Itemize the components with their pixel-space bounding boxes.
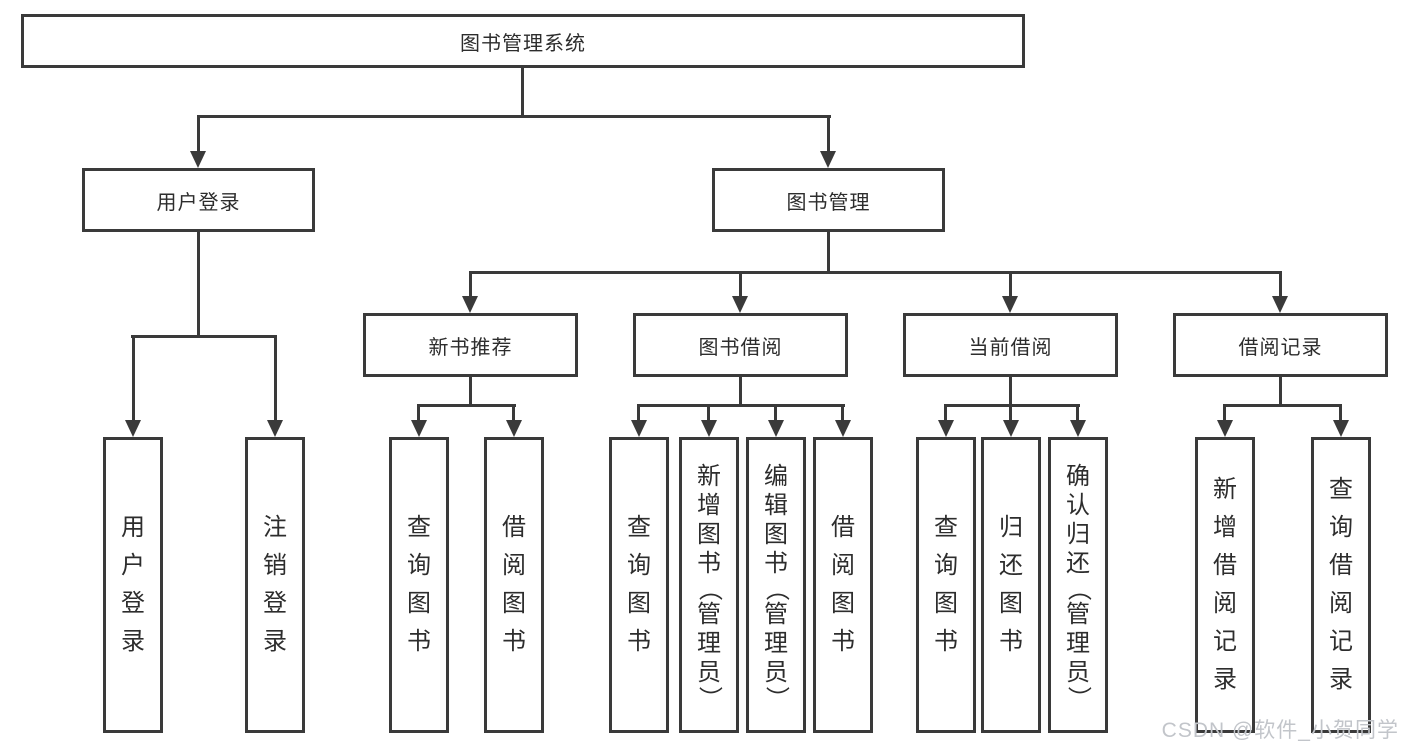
- connector-records-bar: [1223, 404, 1342, 407]
- leaf-label: 确认归还（管理员）: [1065, 462, 1092, 710]
- connector-leaf: [512, 404, 515, 422]
- leaf-label: 查询借阅记录: [1329, 476, 1353, 693]
- connector-new-books-stem: [469, 377, 472, 407]
- arrow-down-leaf: [835, 420, 851, 437]
- csdn-watermark: CSDN @软件_小贺同学: [1161, 719, 1399, 742]
- leaf-confirm-return-admin: 确认归还（管理员）: [1048, 437, 1108, 733]
- arrow-down-leaf: [1333, 420, 1349, 437]
- leaf-user-login: 用户登录: [103, 437, 163, 733]
- leaf-label: 查询图书: [627, 514, 651, 655]
- leaf-label: 用户登录: [121, 514, 145, 655]
- connector-book-mgmt-stem: [827, 232, 830, 274]
- leaf-label: 注销登录: [263, 514, 287, 655]
- connector-to-leaf-login: [132, 335, 135, 422]
- connector-to-new-books: [469, 271, 472, 299]
- connector-leaf: [1339, 404, 1342, 422]
- connector-to-borrowing: [739, 271, 742, 299]
- connector-records-stem: [1279, 377, 1282, 407]
- arrow-down-book-mgmt: [820, 151, 836, 168]
- node-current-borrowing: 当前借阅: [903, 313, 1118, 377]
- leaf-logout: 注销登录: [245, 437, 305, 733]
- connector-user-login-stem: [197, 232, 200, 338]
- leaf-return-books: 归还图书: [981, 437, 1041, 733]
- leaf-label: 归还图书: [999, 514, 1023, 655]
- leaf-label: 编辑图书（管理员）: [763, 462, 790, 710]
- arrow-down-borrowing: [732, 296, 748, 313]
- connector-root-stem: [521, 68, 524, 118]
- node-user-login-label: 用户登录: [156, 191, 241, 214]
- connector-to-book-mgmt: [827, 115, 830, 154]
- arrow-down-leaf: [701, 420, 717, 437]
- node-new-book-recommend: 新书推荐: [363, 313, 578, 377]
- leaf-query-books-3: 查询图书: [916, 437, 976, 733]
- connector-current-bar: [944, 404, 1080, 407]
- connector-leaf: [841, 404, 844, 422]
- node-book-borrowing: 图书借阅: [633, 313, 848, 377]
- arrow-down-current: [1002, 296, 1018, 313]
- node-user-login: 用户登录: [82, 168, 315, 232]
- node-book-management: 图书管理: [712, 168, 945, 232]
- leaf-query-books-1: 查询图书: [389, 437, 449, 733]
- arrow-down-leaf-login: [125, 420, 141, 437]
- leaf-label: 查询图书: [934, 514, 958, 655]
- arrow-down-leaf: [1217, 420, 1233, 437]
- connector-leaf: [417, 404, 420, 422]
- arrow-down-user-login: [190, 151, 206, 168]
- node-new-book-recommend-label: 新书推荐: [428, 336, 513, 359]
- connector-leaf: [1009, 404, 1012, 422]
- arrow-down-leaf: [411, 420, 427, 437]
- connector-to-records: [1279, 271, 1282, 299]
- node-current-borrowing-label: 当前借阅: [968, 336, 1053, 359]
- leaf-query-borrow-record: 查询借阅记录: [1311, 437, 1371, 733]
- leaf-label: 借阅图书: [831, 514, 855, 655]
- node-book-management-label: 图书管理: [786, 191, 871, 214]
- arrow-down-leaf: [631, 420, 647, 437]
- connector-to-user-login: [197, 115, 200, 154]
- connector-borrowing-bar: [637, 404, 845, 407]
- leaf-label: 借阅图书: [502, 514, 526, 655]
- connector-leaf: [1223, 404, 1226, 422]
- connector-leaf: [944, 404, 947, 422]
- arrow-down-new-books: [462, 296, 478, 313]
- leaf-label: 查询图书: [407, 514, 431, 655]
- arrow-down-records: [1272, 296, 1288, 313]
- leaf-query-books-2: 查询图书: [609, 437, 669, 733]
- connector-new-books-bar: [417, 404, 516, 407]
- arrow-down-leaf: [1003, 420, 1019, 437]
- connector-leaf: [707, 404, 710, 422]
- connector-borrowing-stem: [739, 377, 742, 407]
- connector-leaf: [774, 404, 777, 422]
- leaf-edit-books-admin: 编辑图书（管理员）: [746, 437, 806, 733]
- arrow-down-leaf: [506, 420, 522, 437]
- connector-leaf: [637, 404, 640, 422]
- connector-user-login-bar: [131, 335, 277, 338]
- leaf-borrow-books-2: 借阅图书: [813, 437, 873, 733]
- arrow-down-leaf: [938, 420, 954, 437]
- node-borrowing-records: 借阅记录: [1173, 313, 1388, 377]
- arrow-down-leaf-logout: [267, 420, 283, 437]
- leaf-borrow-books-1: 借阅图书: [484, 437, 544, 733]
- arrow-down-leaf: [1070, 420, 1086, 437]
- leaf-add-borrow-record: 新增借阅记录: [1195, 437, 1255, 733]
- connector-to-leaf-logout: [274, 335, 277, 422]
- connector-current-stem: [1009, 377, 1012, 407]
- connector-root-bar: [197, 115, 831, 118]
- connector-to-current: [1009, 271, 1012, 299]
- node-book-borrowing-label: 图书借阅: [698, 336, 783, 359]
- leaf-label: 新增借阅记录: [1213, 476, 1237, 693]
- arrow-down-leaf: [768, 420, 784, 437]
- leaf-label: 新增图书（管理员）: [696, 462, 723, 710]
- node-borrowing-records-label: 借阅记录: [1238, 336, 1323, 359]
- connector-leaf: [1076, 404, 1079, 422]
- node-root: 图书管理系统: [21, 14, 1025, 68]
- connector-book-mgmt-bar: [469, 271, 1282, 274]
- node-root-label: 图书管理系统: [460, 32, 586, 55]
- leaf-add-books-admin: 新增图书（管理员）: [679, 437, 739, 733]
